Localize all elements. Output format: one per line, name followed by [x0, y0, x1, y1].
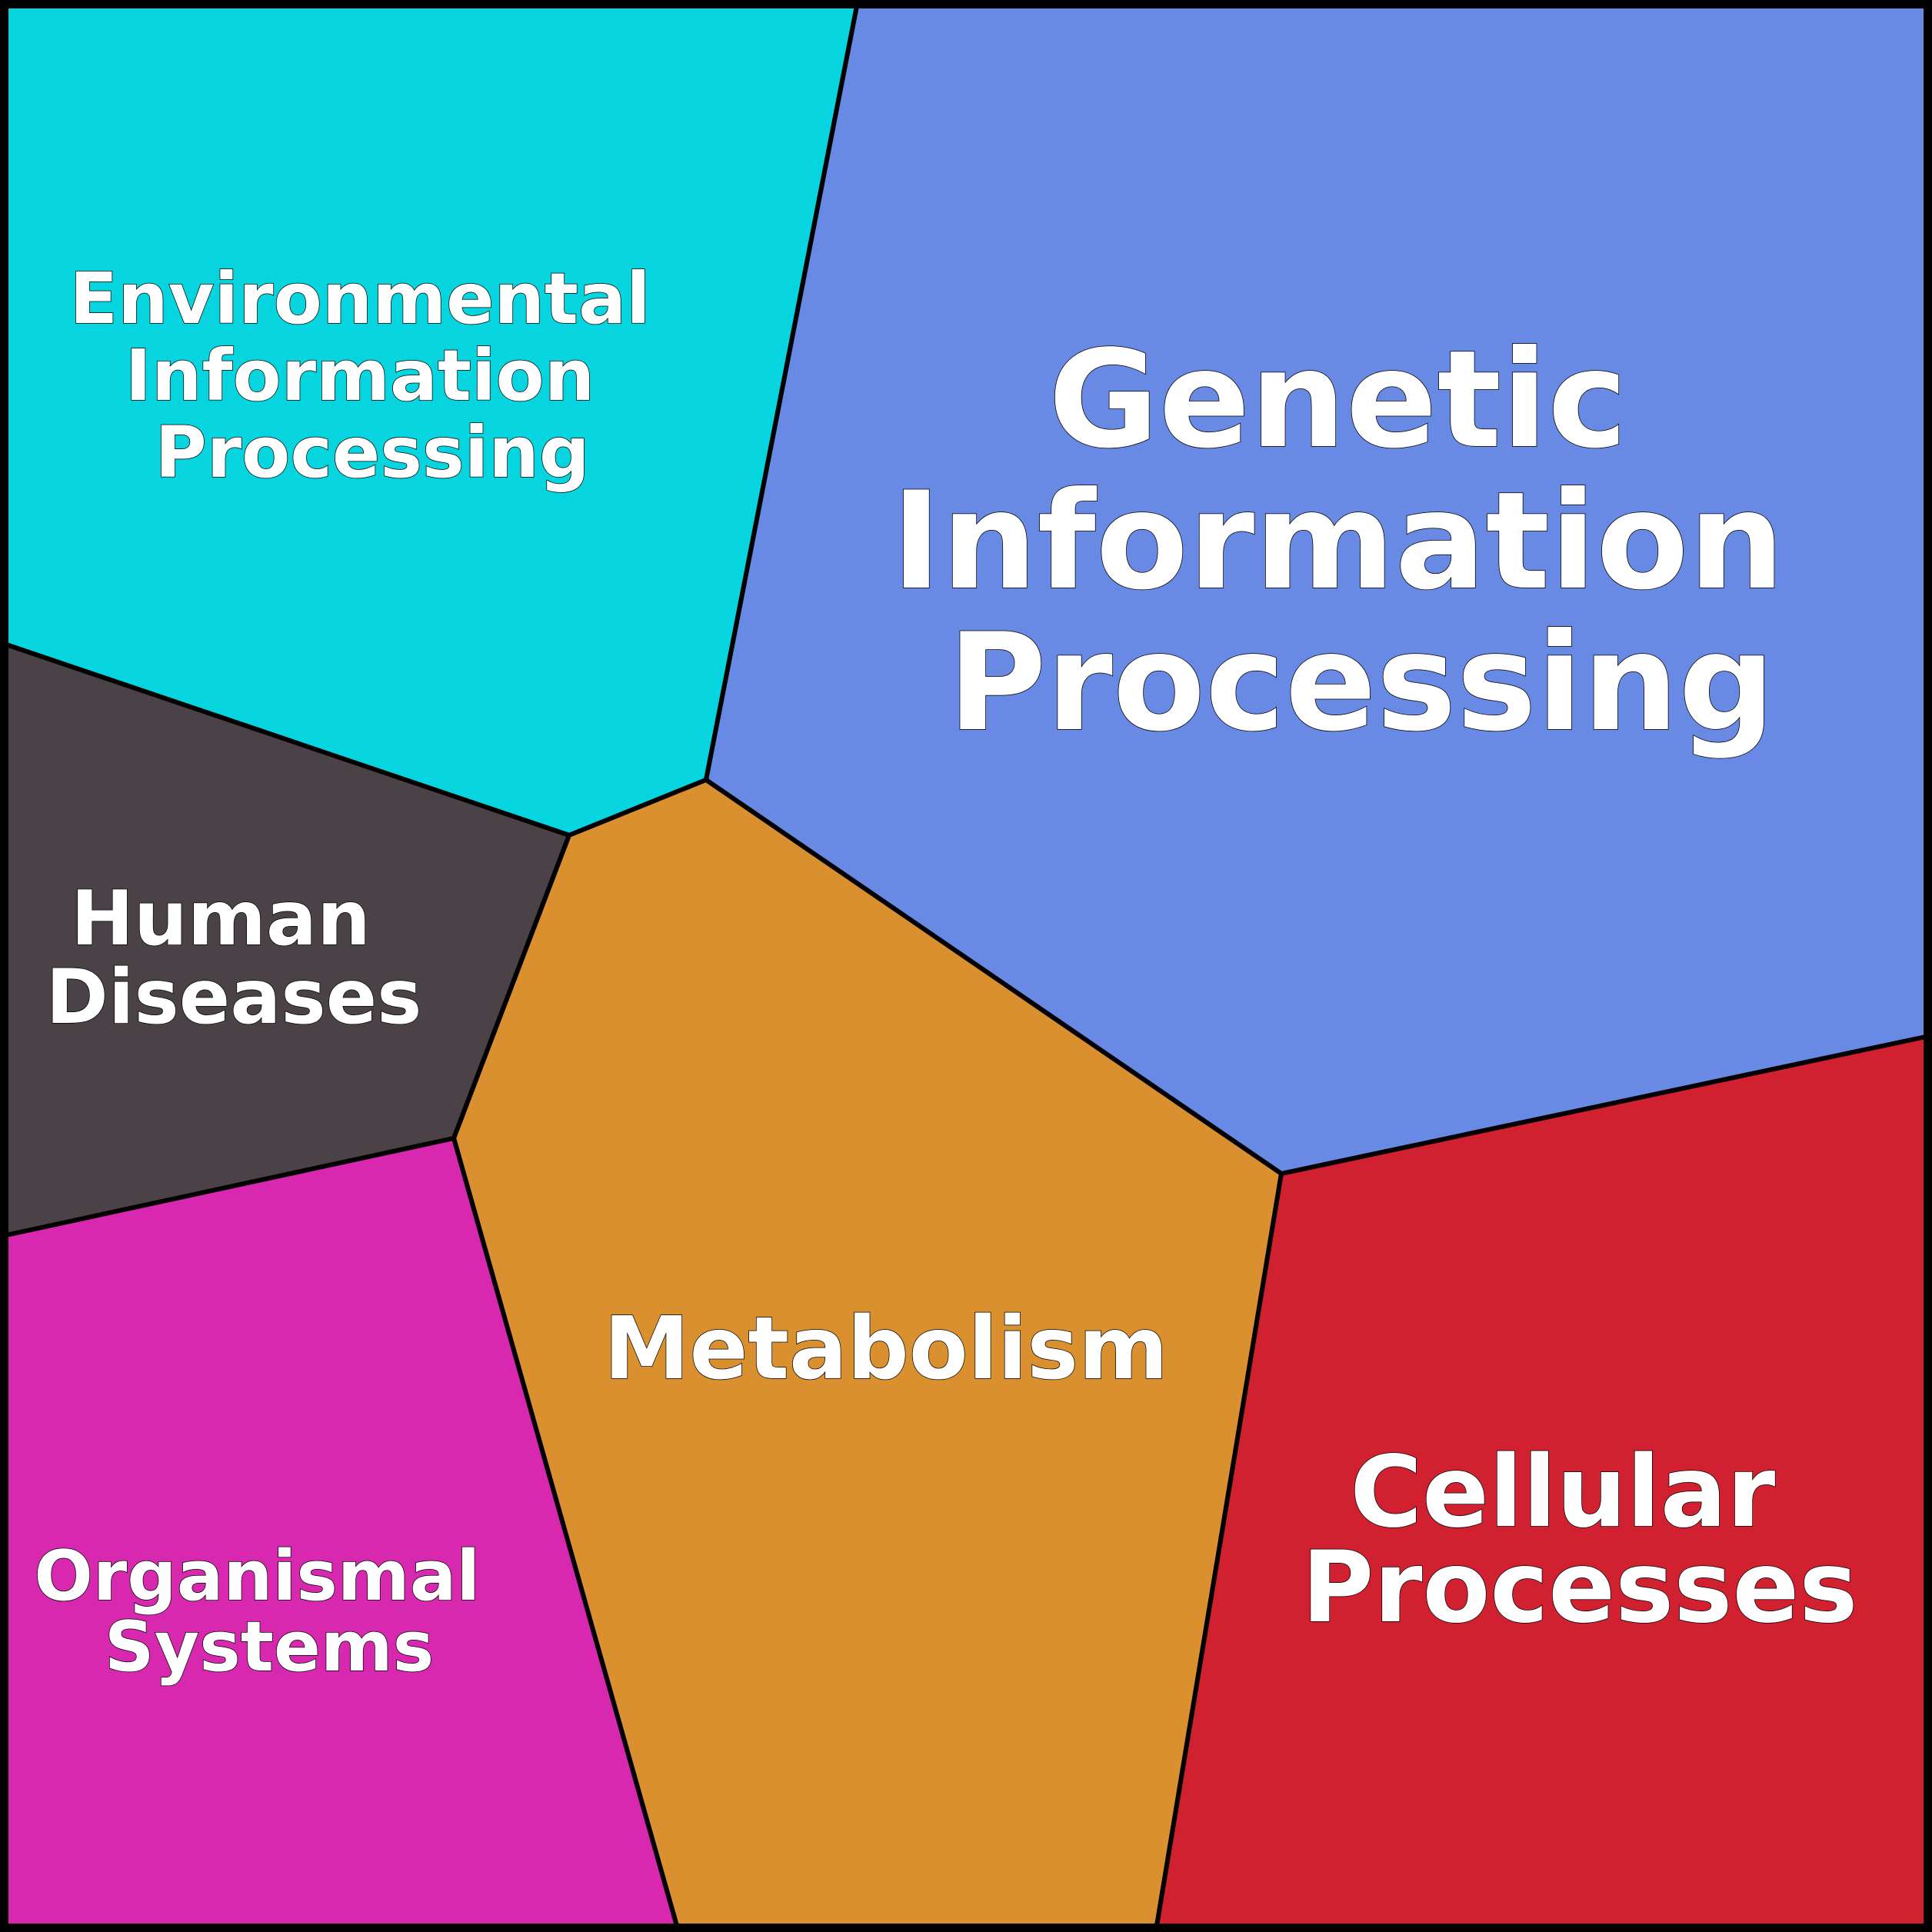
- label-line: Processing: [948, 605, 1774, 761]
- label-line: Genetic: [1048, 322, 1627, 478]
- label-line: Diseases: [46, 954, 422, 1041]
- label-line: Metabolism: [604, 1299, 1168, 1399]
- label-line: Processes: [1302, 1531, 1858, 1645]
- label-line: Systems: [105, 1607, 434, 1687]
- region-metabolism-label: Metabolism: [604, 1299, 1168, 1399]
- region-environmental-label: Environmental Information Processing: [69, 258, 675, 494]
- region-organismal-label: Organismal Systems: [34, 1536, 504, 1687]
- region-cellular-label: Cellular Processes: [1302, 1435, 1858, 1645]
- region-genetic: Genetic Information Processing: [704, 4, 1928, 1176]
- label-line: Environmental: [69, 258, 650, 340]
- label-line: Information: [125, 335, 595, 417]
- label-line: Cellular: [1350, 1435, 1775, 1550]
- region-genetic-label: Genetic Information Processing: [891, 322, 1831, 761]
- label-line: Information: [891, 464, 1784, 620]
- label-line: Organismal: [34, 1536, 480, 1617]
- label-line: Processing: [155, 411, 589, 494]
- region-cellular: Cellular Processes: [1154, 1034, 1928, 1928]
- region-human-diseases-label: Human Diseases: [46, 875, 422, 1041]
- label-line: Human: [71, 875, 371, 963]
